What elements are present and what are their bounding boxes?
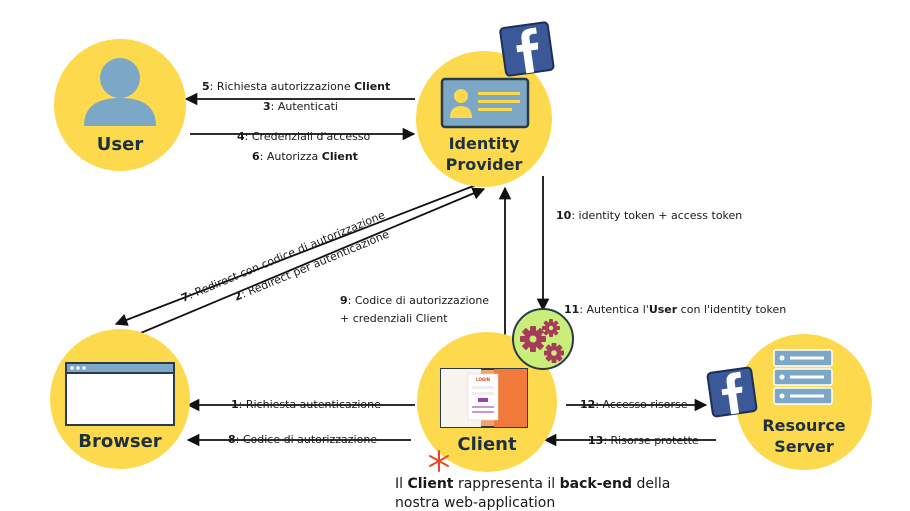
arrow-step-7 <box>114 184 477 326</box>
step-4-label: 4: Credenziali d'accesso <box>237 130 371 143</box>
user-node: User <box>54 39 186 171</box>
resource-server-node: Resource Server <box>706 334 872 470</box>
client-node: LOGIN Client <box>417 308 574 472</box>
resource-server-label-line2: Server <box>774 437 834 456</box>
arrows <box>114 92 716 447</box>
step-13-label: 13: Risorse protette <box>588 434 699 447</box>
asterisk-icon <box>429 450 449 472</box>
client-label: Client <box>457 434 517 455</box>
step-7-label: 7: Redirect con codice di autorizzazione <box>179 208 387 304</box>
step-5-label: 5: Richiesta autorizzazione Client <box>202 80 390 93</box>
facebook-icon <box>499 21 555 77</box>
step-9-label-line1: 9: Codice di autorizzazione <box>340 294 489 307</box>
user-icon <box>84 58 156 126</box>
identity-provider-label-line2: Provider <box>446 155 523 174</box>
browser-window-icon <box>65 362 175 426</box>
user-label: User <box>97 134 144 155</box>
gears-icon <box>512 308 574 370</box>
step-11-label: 11: Autentica l'User con l'identity toke… <box>564 303 786 316</box>
step-10-label: 10: identity token + access token <box>556 209 742 222</box>
note-line-2: nostra web-application <box>395 495 555 511</box>
identity-provider-label-line1: Identity <box>449 134 520 153</box>
step-9-label-line2: + credenziali Client <box>340 312 448 325</box>
identity-provider-node: Identity Provider <box>416 21 555 187</box>
arrow-step-2 <box>123 187 486 341</box>
client-screen-title: LOGIN <box>476 377 490 382</box>
resource-server-label-line1: Resource <box>762 416 845 435</box>
note-line-1: Il Client rappresenta il back-end della <box>395 476 670 492</box>
step-3-label: 3: Autenticati <box>263 100 338 113</box>
client-note: Il Client rappresenta il back-end della … <box>395 450 670 511</box>
step-6-label: 6: Autorizza Client <box>252 150 358 163</box>
facebook-icon <box>706 366 758 418</box>
id-card-icon <box>440 77 530 129</box>
server-icon <box>773 349 833 405</box>
browser-label: Browser <box>78 431 162 452</box>
client-screen: LOGIN <box>440 368 528 428</box>
step-8-label: 8: Codice di autorizzazione <box>228 433 377 446</box>
step-12-label: 12: Accesso risorse <box>580 398 688 411</box>
step-1-label: 1: Richiesta autenticazione <box>231 398 381 411</box>
browser-node: Browser <box>50 329 190 469</box>
